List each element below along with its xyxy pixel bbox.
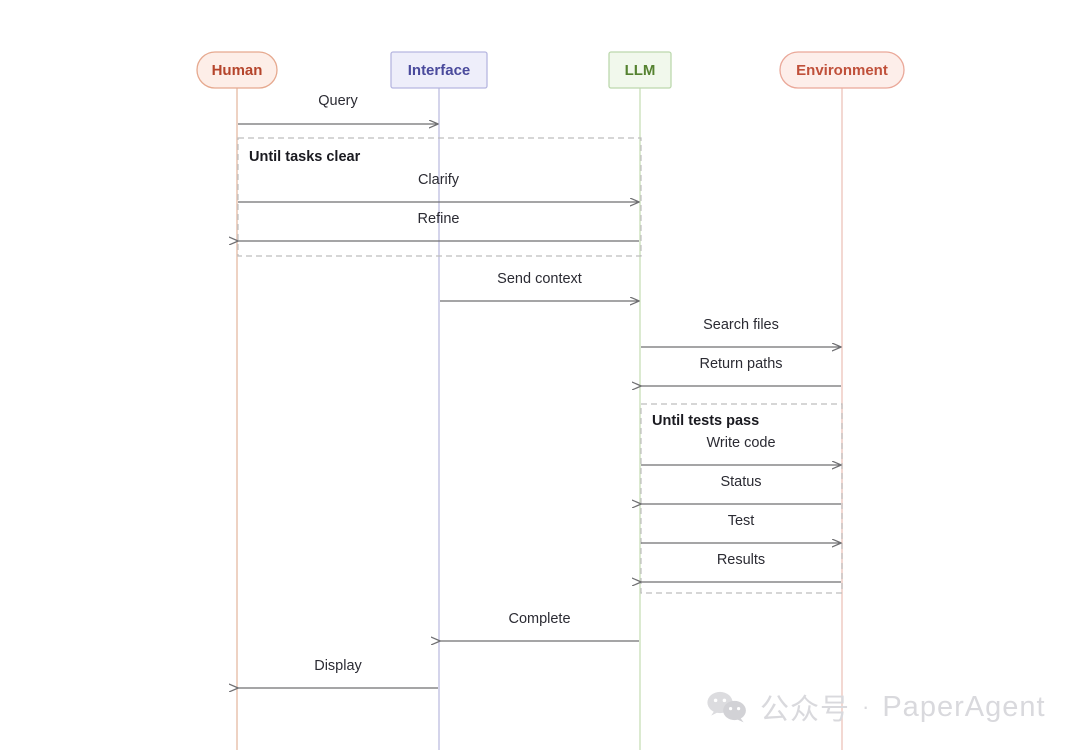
message-label-9: Results — [717, 552, 765, 568]
loop-label-1: Until tests pass — [652, 413, 759, 429]
watermark: 公众号 · PaperAgent — [706, 686, 1046, 728]
message-label-6: Write code — [706, 435, 775, 451]
actors-group: Human Interface LLM Environment — [196, 51, 905, 89]
actor-environment[interactable]: Environment — [779, 51, 905, 89]
actor-llm[interactable]: LLM — [608, 51, 672, 89]
wechat-icon — [707, 691, 746, 723]
message-label-11: Display — [314, 658, 362, 674]
message-label-0: Query — [318, 93, 358, 109]
watermark-separator: · — [862, 694, 871, 719]
message-label-3: Send context — [497, 271, 582, 287]
loop-frame — [640, 403, 843, 594]
loop-frame — [237, 137, 642, 257]
message-label-2: Refine — [418, 211, 460, 227]
message-label-10: Complete — [508, 611, 570, 627]
watermark-brand: PaperAgent — [882, 690, 1046, 723]
message-label-1: Clarify — [418, 172, 460, 188]
message-label-4: Search files — [703, 317, 779, 333]
actor-box-human[interactable] — [196, 51, 278, 89]
actor-box-llm[interactable] — [608, 51, 672, 89]
loop-label-0: Until tasks clear — [249, 149, 361, 165]
message-label-7: Status — [720, 474, 761, 490]
actor-human[interactable]: Human — [196, 51, 278, 89]
actor-box-environment[interactable] — [779, 51, 905, 89]
message-label-8: Test — [728, 513, 755, 529]
actor-label-interface: Interface — [408, 62, 471, 79]
actor-box-interface[interactable] — [390, 51, 488, 89]
actor-label-llm: LLM — [625, 62, 656, 79]
actor-label-human: Human — [212, 62, 263, 79]
message-label-5: Return paths — [699, 356, 782, 372]
actor-interface[interactable]: Interface — [390, 51, 488, 89]
actor-label-environment: Environment — [796, 62, 888, 79]
watermark-text: 公众号 — [760, 694, 851, 726]
